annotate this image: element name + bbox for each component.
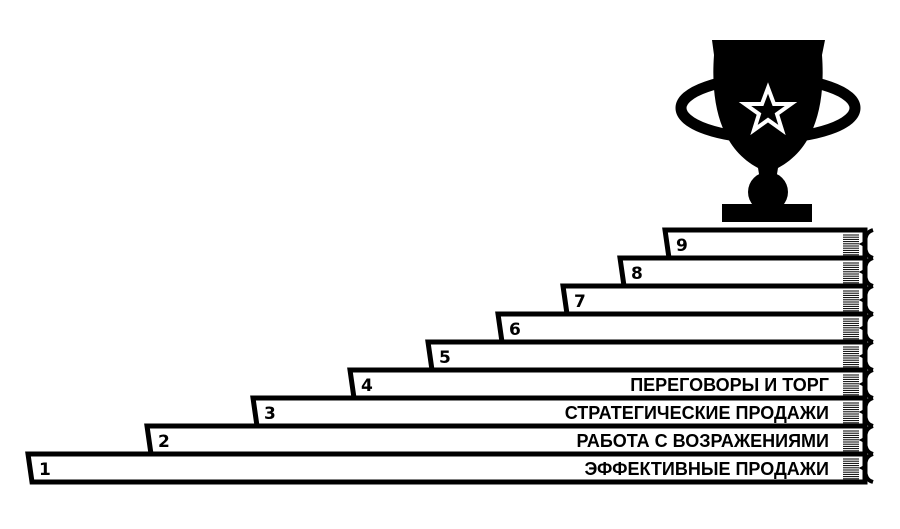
step-label: ПЕРЕГОВОРЫ И ТОРГ [630,375,829,395]
book-pages [843,234,859,256]
step-label: ЭФФЕКТИВНЫЕ ПРОДАЖИ [584,459,829,479]
book-pages [843,262,859,284]
book-spine [858,228,874,260]
trophy-icon [675,40,861,222]
book-spine [858,368,874,400]
book-step-1: 1 ЭФФЕКТИВНЫЕ ПРОДАЖИ [25,451,874,485]
book-step-9: 9 [662,227,874,261]
step-number: 2 [158,432,170,452]
book-pages [843,346,859,368]
book-step-7: 7 [560,283,874,317]
book-cover [495,311,868,345]
book-cover [617,255,868,289]
book-step-4: 4 ПЕРЕГОВОРЫ И ТОРГ [347,367,874,401]
step-number: 4 [361,376,373,396]
trophy-base [722,204,812,222]
book-pages [843,318,859,340]
book-pages [843,290,859,312]
book-step-8: 8 [617,255,874,289]
book-pages [843,374,859,396]
step-number: 8 [631,264,643,284]
book-spine [858,312,874,344]
book-cover [560,283,868,317]
book-spine [858,424,874,456]
star-icon [738,82,798,136]
trophy-knob [748,172,788,212]
step-number: 6 [509,320,521,340]
book-step-5: 5 [425,339,874,373]
step-number: 9 [676,236,688,256]
step-number: 5 [439,348,451,368]
book-cover [662,227,868,261]
book-pages [843,402,859,424]
step-label: РАБОТА С ВОЗРАЖЕНИЯМИ [576,431,829,451]
step-label: СТРАТЕГИЧЕСКИЕ ПРОДАЖИ [565,403,829,423]
book-step-3: 3 СТРАТЕГИЧЕСКИЕ ПРОДАЖИ [250,395,874,429]
books: 1 ЭФФЕКТИВНЫЕ ПРОДАЖИ 2 РАБОТА С ВОЗРАЖЕНИЯ… [25,227,874,485]
book-cover [425,339,868,373]
step-number: 1 [39,460,51,480]
step-number: 7 [574,292,586,312]
book-pages [843,458,859,480]
book-spine [858,340,874,372]
book-spine [858,256,874,288]
step-number: 3 [264,404,276,424]
book-step-2: 2 РАБОТА С ВОЗРАЖЕНИЯМИ [144,423,874,457]
trophy-cup [712,40,825,180]
book-spine [858,452,874,484]
book-spine [858,284,874,316]
book-spine [858,396,874,428]
book-pages [843,430,859,452]
book-step-6: 6 [495,311,874,345]
